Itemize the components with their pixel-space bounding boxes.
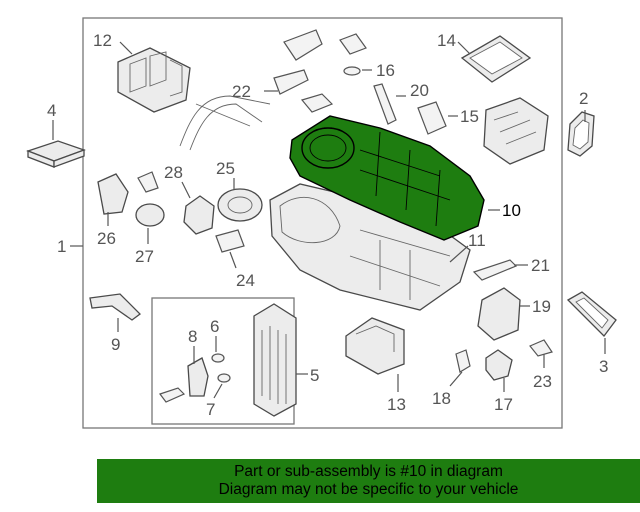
callout-22: 22: [232, 82, 251, 101]
callout-3: 3: [599, 357, 608, 376]
part-9-trim[interactable]: [89, 293, 141, 321]
part-heater-pipes[interactable]: [179, 95, 271, 151]
callout-13: 13: [387, 395, 406, 414]
part-5-duct-assembly[interactable]: [253, 303, 297, 417]
callout-11: 11: [468, 231, 486, 250]
part-2-seal[interactable]: [567, 111, 595, 157]
callout-21: 21: [531, 256, 550, 275]
part-top-clip[interactable]: [339, 33, 367, 55]
part-19-duct[interactable]: [477, 287, 521, 341]
assembly-frame: [82, 17, 563, 429]
callout-26: 26: [97, 229, 116, 248]
part-18-clip[interactable]: [455, 349, 471, 373]
parts-diagram: 1 2 3 4 5 6 7 8 9 10 11 12 13 14 15 16 1…: [26, 17, 617, 429]
callout-17: 17: [494, 395, 513, 414]
callout-2: 2: [579, 89, 588, 108]
callout-15: 15: [460, 107, 479, 126]
part-right-actuator-block[interactable]: [483, 97, 549, 165]
callout-20: 20: [410, 81, 429, 100]
part-12-duct[interactable]: [117, 47, 191, 113]
part-6-seal[interactable]: [211, 353, 225, 363]
part-3-seal[interactable]: [566, 291, 617, 337]
callout-28: 28: [164, 163, 183, 182]
callout-27: 27: [135, 247, 154, 266]
part-24-bracket[interactable]: [215, 229, 245, 253]
part-26-bracket[interactable]: [97, 173, 129, 215]
callout-9: 9: [111, 335, 120, 354]
part-8-sensor[interactable]: [187, 357, 209, 397]
part-20-strip[interactable]: [373, 83, 397, 125]
callout-8: 8: [188, 327, 197, 346]
part-17-actuator[interactable]: [485, 349, 513, 381]
banner-line-1: Part or sub-assembly is #10 in diagram: [234, 463, 503, 480]
callout-23: 23: [533, 372, 552, 391]
part-15-sensor[interactable]: [417, 101, 447, 135]
leader-lines: [52, 41, 606, 399]
part-22-bracket[interactable]: [273, 29, 334, 113]
callout-19: 19: [532, 297, 551, 316]
callout-14: 14: [437, 31, 456, 50]
part-25-blower-motor[interactable]: [217, 188, 263, 222]
part-28-actuator[interactable]: [183, 195, 215, 235]
callout-7: 7: [206, 400, 215, 419]
banner-line-2: Diagram may not be specific to your vehi…: [218, 481, 519, 498]
callout-5: 5: [310, 366, 319, 385]
callout-12: 12: [93, 31, 112, 50]
part-23-clip[interactable]: [529, 339, 553, 357]
callout-1: 1: [57, 237, 66, 256]
part-5-lower-bracket[interactable]: [159, 387, 186, 403]
part-4-cabin-filter[interactable]: [26, 140, 86, 168]
part-21-strip[interactable]: [472, 259, 518, 281]
callout-10: 10: [502, 201, 521, 220]
part-13-duct[interactable]: [345, 317, 405, 375]
callout-6: 6: [210, 317, 219, 336]
part-10-upper-case-highlighted[interactable]: [289, 115, 485, 241]
callout-25: 25: [216, 159, 235, 178]
callout-16: 16: [376, 61, 395, 80]
callouts: 1 2 3 4 5 6 7 8 9 10 11 12 13 14 15 16 1…: [47, 31, 608, 419]
part-7-seal[interactable]: [217, 373, 231, 383]
part-14-filter-frame[interactable]: [460, 35, 532, 83]
callout-24: 24: [236, 271, 255, 290]
highlight-notice-banner: Part or sub-assembly is #10 in diagram D…: [97, 459, 640, 503]
callout-4: 4: [47, 101, 56, 120]
part-27-motor[interactable]: [135, 171, 165, 227]
callout-18: 18: [432, 389, 451, 408]
part-16-grommet[interactable]: [343, 66, 361, 76]
